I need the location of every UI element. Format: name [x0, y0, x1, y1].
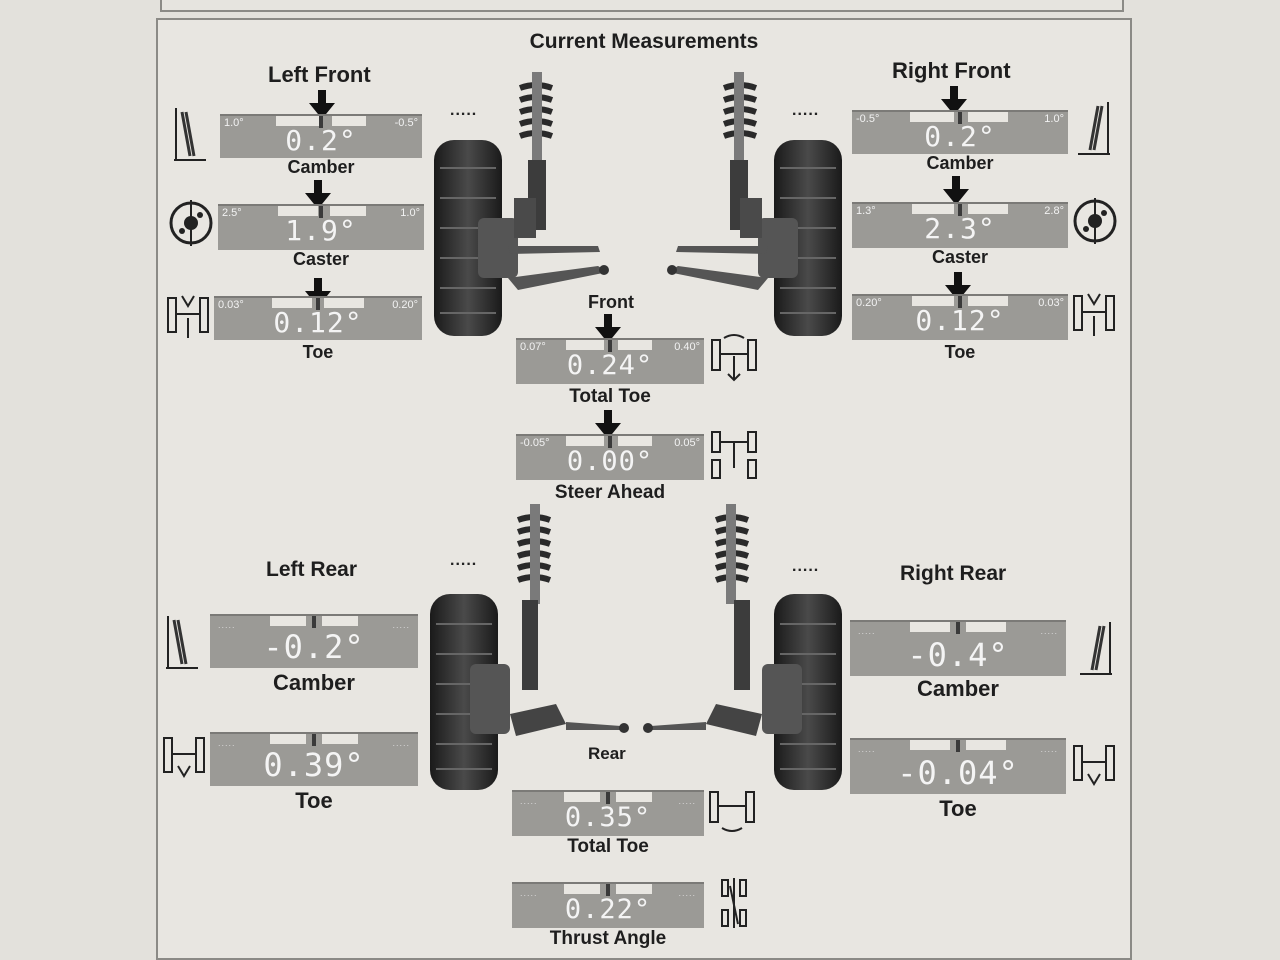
- thrust-angle-label: Thrust Angle: [549, 928, 667, 949]
- rear-total-toe-value: 0.35°: [564, 802, 652, 833]
- rear-total-toe-label: Total Toe: [567, 836, 649, 857]
- thrust-angle-value: 0.22°: [564, 894, 652, 925]
- left-front-camber-value: 0.2°: [285, 124, 357, 157]
- left-front-toe-gauge: 0.03° 0.20° 0.12°: [214, 296, 422, 340]
- current-measurements-panel: Current Measurements: [156, 18, 1132, 960]
- front-total-toe-label: Total Toe: [569, 386, 651, 407]
- left-front-caster-value: 1.9°: [285, 214, 357, 247]
- right-front-caster-value: 2.3°: [924, 212, 996, 245]
- dotted-marker-rear-right: .....: [792, 558, 820, 575]
- previous-panel-edge: [160, 0, 1124, 12]
- front-axle-label: Front: [588, 292, 634, 312]
- left-rear-camber-label: Camber: [273, 670, 355, 695]
- left-rear-camber-gauge: .......... -0.2°: [210, 614, 418, 668]
- toe-icon: [1073, 745, 1115, 786]
- dotted-marker-rear-left: .....: [450, 552, 478, 569]
- camber-icon: [1078, 102, 1110, 155]
- front-suspension-illustration: [434, 72, 842, 336]
- right-rear-camber-label: Camber: [917, 676, 999, 701]
- left-rear-toe-value: 0.39°: [263, 746, 365, 784]
- left-front-camber-gauge: 1.0° -0.5° 0.2°: [220, 114, 422, 158]
- rear-suspension-illustration: [430, 504, 842, 790]
- left-front-caster-label: Caster: [292, 249, 350, 269]
- left-rear-toe-label: Toe: [295, 788, 333, 813]
- left-front-toe-label: Toe: [302, 342, 334, 362]
- camber-icon: [1080, 622, 1112, 675]
- right-rear-toe-label: Toe: [939, 796, 977, 821]
- left-front-caster-gauge: 2.5° 1.0° 1.9°: [218, 204, 424, 250]
- caster-icon: [169, 200, 213, 246]
- right-rear-toe-gauge: .......... -0.04°: [850, 738, 1066, 794]
- steer-ahead-gauge: -0.05° 0.05° 0.00°: [516, 434, 704, 480]
- right-front-toe-gauge: 0.20° 0.03° 0.12°: [852, 294, 1068, 340]
- toe-icon: [167, 295, 209, 338]
- toe-icon: [163, 737, 205, 778]
- right-front-toe-label: Toe: [944, 342, 976, 362]
- right-front-camber-gauge: -0.5° 1.0° 0.2°: [852, 110, 1068, 154]
- camber-icon: [174, 108, 206, 161]
- right-rear-camber-value: -0.4°: [907, 636, 1009, 674]
- left-front-toe-value: 0.12°: [273, 306, 363, 339]
- thrust-angle-icon: [721, 878, 747, 928]
- front-total-toe-gauge: 0.07° 0.40° 0.24°: [516, 338, 704, 384]
- right-rear-toe-value: -0.04°: [897, 754, 1019, 792]
- steer-ahead-icon: [711, 431, 757, 479]
- thrust-angle-gauge: .......... 0.22°: [512, 882, 704, 928]
- rear-total-toe-gauge: .......... 0.35°: [512, 790, 704, 836]
- camber-icon: [166, 616, 198, 669]
- page-title: Current Measurements: [529, 30, 759, 53]
- right-front-caster-gauge: 1.3° 2.8° 2.3°: [852, 202, 1068, 248]
- right-front-camber-label: Camber: [926, 153, 994, 173]
- left-rear-toe-gauge: .......... 0.39°: [210, 732, 418, 786]
- steer-ahead-value: 0.00°: [566, 446, 654, 477]
- right-front-caster-label: Caster: [931, 247, 989, 267]
- right-front-camber-value: 0.2°: [924, 120, 996, 153]
- caster-icon: [1073, 198, 1117, 244]
- left-rear-label: Left Rear: [266, 558, 358, 581]
- dotted-marker-front-left: .....: [450, 102, 478, 119]
- total-toe-icon: [709, 791, 755, 832]
- right-rear-label: Right Rear: [900, 562, 1007, 585]
- right-rear-camber-gauge: .......... -0.4°: [850, 620, 1066, 676]
- right-front-toe-value: 0.12°: [915, 304, 1005, 337]
- right-front-label: Right Front: [892, 58, 1011, 83]
- dotted-marker-front-right: .....: [792, 102, 820, 119]
- left-front-camber-label: Camber: [287, 157, 355, 177]
- total-toe-icon: [711, 334, 757, 382]
- steer-ahead-label: Steer Ahead: [554, 482, 666, 503]
- front-total-toe-value: 0.24°: [566, 350, 654, 381]
- left-rear-camber-value: -0.2°: [263, 628, 365, 666]
- toe-icon: [1073, 293, 1115, 336]
- rear-axle-label: Rear: [588, 744, 626, 763]
- left-front-label: Left Front: [268, 62, 371, 87]
